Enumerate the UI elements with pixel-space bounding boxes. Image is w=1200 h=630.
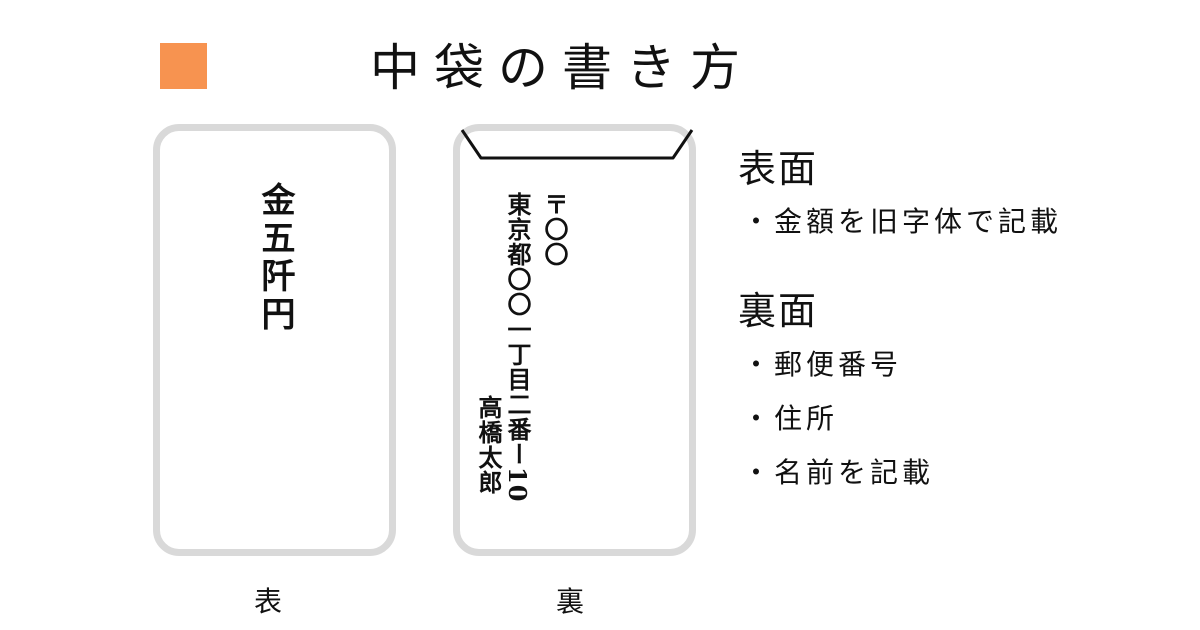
address-number: 10 bbox=[503, 467, 532, 503]
back-note-item: ・名前を記載 bbox=[742, 456, 935, 489]
sender-name-text: 高橋太郎 bbox=[474, 395, 503, 495]
title-marker-square bbox=[160, 43, 207, 89]
back-note-item: ・郵便番号 bbox=[742, 348, 903, 381]
envelope-back bbox=[453, 124, 696, 556]
front-note-item: ・金額を旧字体で記載 bbox=[742, 205, 1063, 238]
envelope-front bbox=[153, 124, 396, 556]
back-caption: 裏 bbox=[556, 585, 585, 618]
page-title: 中袋の書き方 bbox=[370, 39, 754, 97]
back-note-item: ・住所 bbox=[742, 402, 839, 435]
back-heading: 裏面 bbox=[738, 289, 819, 333]
amount-text: 金五阡円 bbox=[255, 182, 295, 334]
front-caption: 表 bbox=[254, 585, 283, 618]
envelope-flap bbox=[460, 129, 694, 160]
front-heading: 表面 bbox=[738, 147, 819, 191]
address-text: 東京都〇〇一丁目二番ー10 bbox=[503, 192, 532, 503]
address-main: 東京都〇〇一丁目二番ー bbox=[503, 192, 532, 467]
postal-code-text: 〒〇〇 bbox=[540, 192, 569, 267]
